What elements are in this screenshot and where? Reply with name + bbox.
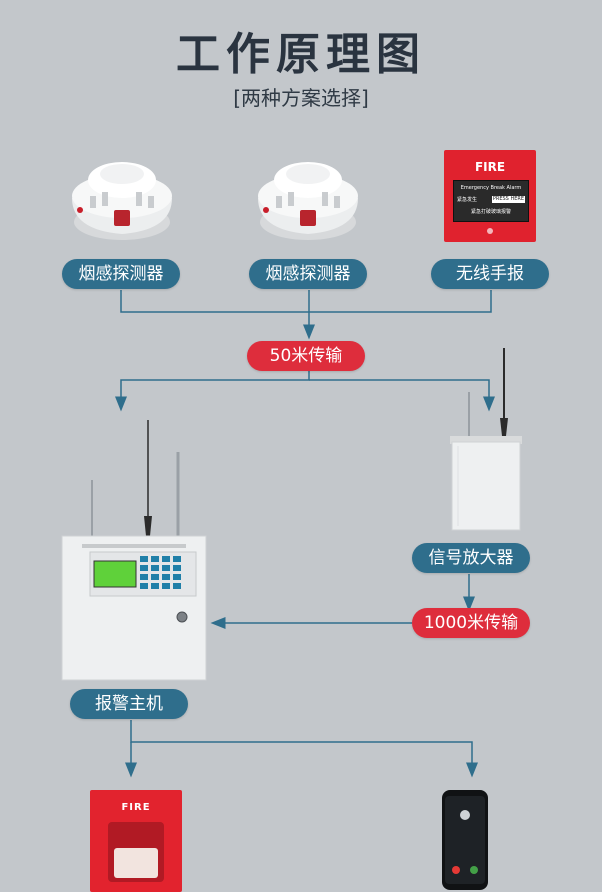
amplifier-icon [450, 348, 522, 531]
phone-screen [445, 796, 485, 884]
smoke-detector-2-image [250, 146, 366, 246]
decline-call-icon [452, 866, 460, 874]
node-link-1000m: 1000米传输 [412, 608, 530, 638]
manual-alarm-image: FIRE Emergency Break Alarm 紧急发生 PRESS HE… [444, 150, 536, 242]
manual-alarm-led [487, 228, 493, 234]
node-smoke-detector-2: 烟感探测器 [249, 259, 367, 289]
page-subtitle: [两种方案选择] [233, 86, 369, 110]
alarm-host-icon [61, 420, 207, 681]
manual-alarm-glass: Emergency Break Alarm 紧急发生 PRESS HERE 紧急… [453, 180, 529, 222]
manual-alarm-line2: 紧急发生 [457, 197, 478, 203]
manual-alarm-line3: PRESS HERE [491, 196, 525, 203]
merge-line-top [120, 290, 492, 313]
siren-image: FIRE [90, 790, 182, 892]
node-link-50m: 50米传输 [247, 341, 365, 371]
to-host-arrow [115, 370, 310, 412]
page-title: 工作原理图 [176, 29, 426, 80]
manual-alarm-line4: 紧急打破玻璃报警 [470, 209, 511, 215]
siren-strobe [114, 848, 158, 878]
node-manual-alarm: 无线手报 [431, 259, 549, 289]
manual-alarm-fire-label: FIRE [474, 160, 506, 174]
mobile-phone-image [442, 790, 488, 890]
signal-amplifier-image [440, 346, 530, 536]
node-alarm-host: 报警主机 [70, 689, 188, 719]
manual-alarm-line1: Emergency Break Alarm [460, 185, 522, 191]
to-amplifier-arrow [309, 379, 495, 412]
accept-call-icon [470, 866, 478, 874]
to-phone-arrow [130, 720, 478, 778]
node-smoke-detector-1: 烟感探测器 [62, 259, 180, 289]
siren-fire-label: FIRE [121, 802, 151, 813]
alarm-host-image [60, 420, 208, 682]
smoke-detector-icon [72, 162, 172, 240]
node-amplifier: 信号放大器 [412, 543, 530, 573]
smoke-detector-icon [258, 162, 358, 240]
smoke-detector-1-image [64, 146, 180, 246]
caller-avatar-icon [460, 810, 470, 820]
